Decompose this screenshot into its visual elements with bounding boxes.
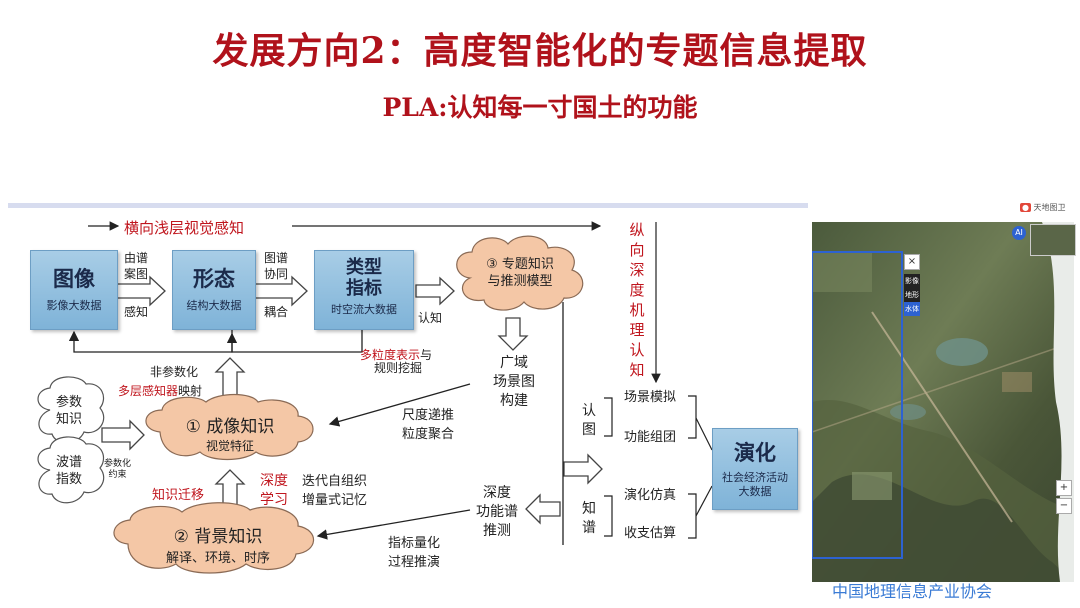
- map-layer-terrain[interactable]: 地形: [905, 291, 919, 299]
- box-image: 图像 影像大数据: [30, 250, 118, 330]
- cloud-imaging: [145, 393, 314, 461]
- map-layer-buttons: 影像 地形 水体: [904, 274, 920, 316]
- satellite-map[interactable]: AI × 影像 地形 水体 + −: [812, 222, 1074, 582]
- zoom-out-button[interactable]: −: [1056, 498, 1072, 514]
- slide-title: 发展方向2：高度智能化的专题信息提取: [212, 30, 868, 72]
- label-evo-sim: 演化仿真: [624, 488, 677, 503]
- label-nonparam: 非参数化: [150, 365, 199, 379]
- label-cognition: 认知: [418, 311, 443, 325]
- label-deep-learning: 深度 学习: [260, 473, 288, 508]
- box-form: 形态 结构大数据: [172, 250, 256, 330]
- label-scale: 尺度递推 粒度聚合: [402, 408, 455, 442]
- cloud-thematic-label: ③ 专题知识 与推测模型: [486, 257, 554, 289]
- label-rule-mining: 规则挖掘: [374, 361, 423, 375]
- box-type: 类型 指标 时空流大数据: [314, 250, 414, 330]
- label-scene-sim: 场景模拟: [624, 390, 677, 405]
- watermark: 中国地理信息产业协会: [832, 582, 993, 601]
- map-layer-imagery[interactable]: 影像: [905, 277, 919, 285]
- cloud-thematic: [456, 235, 584, 311]
- label-func-group: 功能组团: [624, 430, 677, 445]
- map-layer-water[interactable]: 水体: [904, 302, 920, 316]
- label-perception: 感知: [124, 305, 149, 319]
- map-ai-button[interactable]: AI: [1012, 226, 1026, 240]
- label-iterative: 迭代自组织 增量式记忆: [302, 474, 368, 508]
- cloud-imaging-label: ① 成像知识 视觉特征: [185, 417, 275, 453]
- cloud-param: [37, 376, 105, 444]
- label-coupling: 耦合: [264, 305, 289, 319]
- zoom-in-button[interactable]: +: [1056, 480, 1072, 496]
- slide-subtitle: PLA:认知每一寸国土的功能: [382, 93, 698, 122]
- cloud-spectrum-label: 波谱 指数: [55, 455, 82, 487]
- label-multi-sensor: 多层感知器映射: [118, 384, 203, 398]
- cloud-background: [113, 502, 315, 574]
- cloud-spectrum: [37, 436, 105, 504]
- map-logo: ● 天地图卫: [1020, 203, 1066, 212]
- cloud-background-label: ② 背景知识 解译、环境、时序: [165, 527, 270, 566]
- label-spectral-case: 由谱 案图: [124, 251, 149, 281]
- block-arrows: [101, 275, 603, 525]
- label-indicator: 指标量化 过程推演: [388, 536, 441, 570]
- box-evolution: 演化 社会经济活动 大数据: [712, 428, 798, 510]
- map-close-button[interactable]: ×: [904, 254, 920, 270]
- label-knowledge-transfer: 知识迁移: [152, 488, 205, 503]
- vertical-axis-label: 纵 向 深 度 机 理 认 知: [629, 221, 645, 379]
- cloud-shapes: [37, 235, 584, 574]
- label-map-spectrum: 图谱 协同: [264, 251, 289, 281]
- label-recognize: 认 图: [582, 403, 596, 438]
- map-minimap[interactable]: [1030, 224, 1076, 256]
- label-know-spectrum: 知 谱: [582, 501, 596, 536]
- diagram-connectors: [37, 221, 713, 574]
- label-deep-function: 深度 功能谱 推测: [476, 485, 518, 539]
- label-multi-granularity: 多粒度表示与: [360, 348, 433, 362]
- label-param-constraint: 参数化 约束: [104, 459, 132, 480]
- label-wide-scene: 广域 场景图 构建: [493, 355, 535, 409]
- divider-bar: [8, 203, 808, 208]
- cloud-param-label: 参数 知识: [55, 395, 82, 427]
- horizontal-axis-label: 横向浅层视觉感知: [124, 219, 245, 237]
- satellite-imagery: [812, 222, 1074, 582]
- label-branch-est: 收支估算: [624, 526, 677, 541]
